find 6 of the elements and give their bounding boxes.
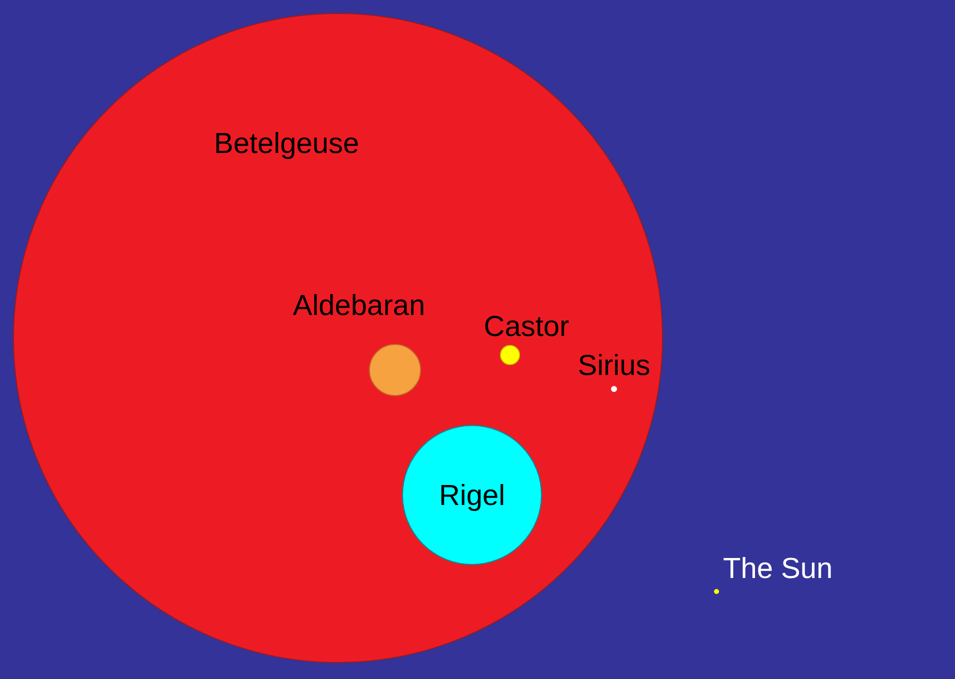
star-name: Sirius [576,350,652,382]
star-name: The Sun [723,553,833,585]
star-name: Betelgeuse [214,128,360,160]
star-name: Rigel [438,480,506,512]
star-name: Castor [482,311,570,343]
star-name: Aldebaran [292,290,426,322]
